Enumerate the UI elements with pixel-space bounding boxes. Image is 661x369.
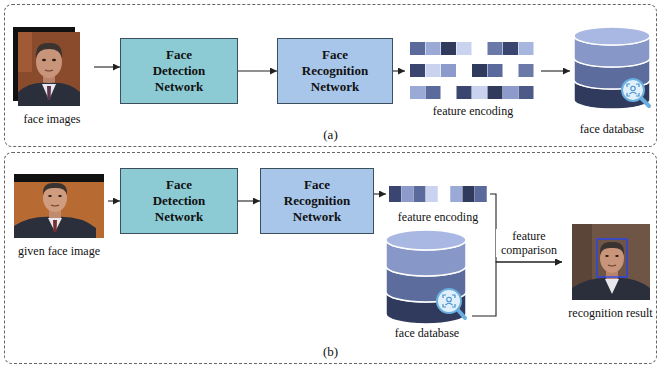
arrow-connector bbox=[490, 194, 562, 262]
caption: feature encoding bbox=[398, 210, 478, 224]
arrow-connector bbox=[238, 70, 277, 71]
image-node: face images bbox=[10, 26, 94, 126]
image-node: feature encoding bbox=[386, 184, 490, 224]
edge-label: feature comparison bbox=[496, 229, 562, 257]
arrow-connector bbox=[541, 70, 570, 71]
dashed-panel: (b) given face image Face Detection Networ… bbox=[4, 152, 657, 364]
dashed-panel: (a) face images Face Detection Network Face… bbox=[4, 4, 657, 147]
panel-label: (a) bbox=[323, 127, 337, 142]
arrow-connector bbox=[238, 200, 260, 201]
feature-grid bbox=[410, 42, 534, 99]
database-cylinder bbox=[574, 27, 650, 109]
caption: face images bbox=[24, 112, 81, 126]
feature-bar bbox=[389, 186, 487, 202]
face-photo bbox=[14, 174, 104, 238]
network-box: Face Recognition Network bbox=[260, 168, 374, 234]
image-node: face database bbox=[382, 228, 472, 340]
arrow-connector bbox=[472, 262, 562, 316]
image-node: face database bbox=[570, 26, 654, 136]
panel-label: (b) bbox=[323, 344, 338, 359]
search-icon bbox=[437, 289, 465, 318]
caption: recognition result bbox=[568, 306, 652, 320]
image-node: recognition result bbox=[562, 222, 659, 320]
network-box: Face Detection Network bbox=[120, 38, 238, 104]
arrow-connector bbox=[374, 193, 386, 194]
image-node: given face image bbox=[10, 172, 108, 258]
caption: given face image bbox=[18, 244, 100, 258]
search-icon bbox=[622, 79, 649, 106]
arrow-connector bbox=[94, 66, 120, 67]
caption: face database bbox=[580, 122, 644, 136]
box-label: Face Detection Network bbox=[139, 177, 219, 226]
result-photo bbox=[572, 224, 650, 300]
arrow-connector bbox=[393, 70, 405, 71]
network-box: Face Recognition Network bbox=[277, 38, 393, 104]
face-photo-stack bbox=[13, 27, 80, 106]
database-cylinder bbox=[386, 230, 466, 324]
network-box: Face Detection Network bbox=[120, 168, 238, 234]
caption: feature encoding bbox=[433, 104, 513, 118]
box-label: Face Detection Network bbox=[139, 47, 219, 96]
caption: face database bbox=[395, 326, 459, 340]
box-label: Face Recognition Network bbox=[277, 177, 357, 226]
image-node: feature encoding bbox=[405, 36, 541, 118]
box-label: Face Recognition Network bbox=[295, 47, 375, 96]
arrow-connector bbox=[108, 200, 120, 201]
